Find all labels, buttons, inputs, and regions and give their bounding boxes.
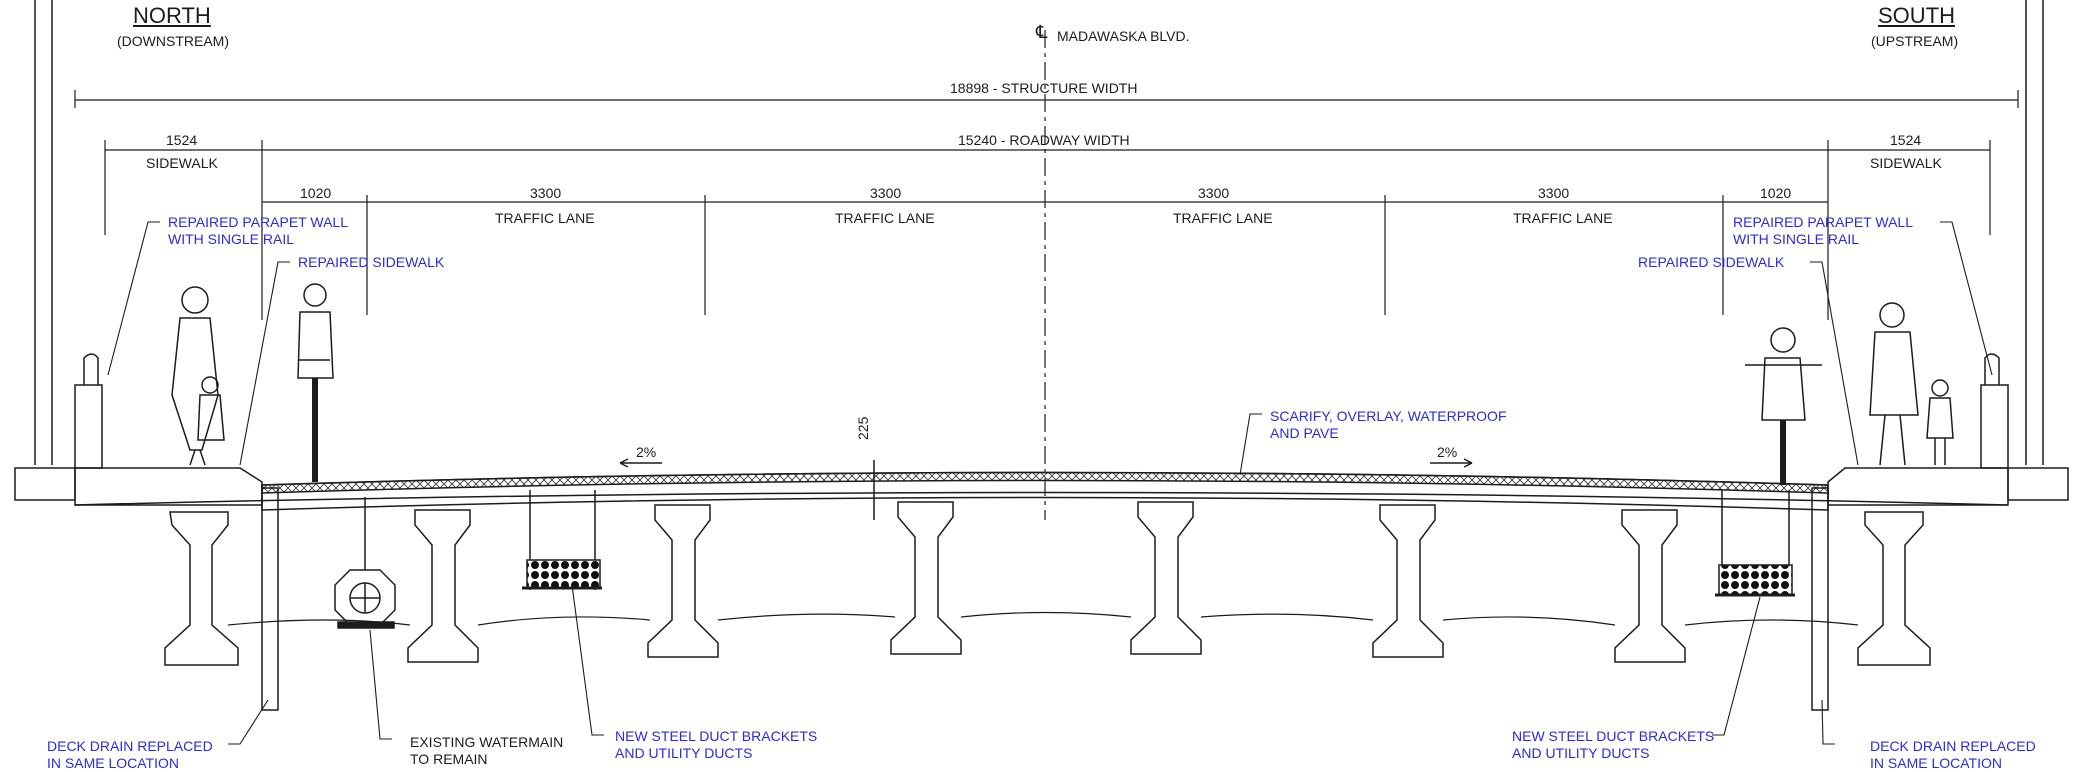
sidewalk-left-dimension: 1524 — [166, 132, 198, 148]
offset-left-dimension: 1020 — [300, 185, 332, 201]
deck-soffit — [74, 491, 2009, 506]
duct-bracket-left — [522, 490, 602, 590]
centerline-label: MADAWASKA BLVD. — [1057, 28, 1190, 44]
note-parapet-right: REPAIRED PARAPET WALL WITH SINGLE RAIL — [1733, 214, 1913, 247]
lane-3-label: TRAFFIC LANE — [1173, 210, 1273, 226]
sidewalk-right — [1827, 467, 2009, 506]
sidewalk-right-label: SIDEWALK — [1870, 155, 1942, 171]
deck-drain-left — [261, 487, 279, 711]
note-drain-right: DECK DRAIN REPLACED IN SAME LOCATION — [1870, 738, 2036, 771]
dimension-lines — [74, 90, 2019, 320]
offset-right-dimension: 1020 — [1760, 185, 1792, 201]
pedestrian-child-left — [197, 376, 225, 441]
deck-drain-right — [1811, 487, 1829, 711]
slope-left-label: 2% — [636, 444, 657, 460]
lane-3-dimension: 3300 — [1198, 185, 1230, 201]
abutment-left — [34, 0, 53, 465]
pedestrian-child-right — [1926, 379, 1954, 465]
leader-lines — [107, 221, 1993, 745]
south-title: SOUTH — [1878, 3, 1955, 28]
centerline-symbol: ℄ — [1036, 22, 1048, 42]
north-title: NORTH — [133, 3, 211, 28]
structure-width-label: 18898 - STRUCTURE WIDTH — [950, 80, 1138, 96]
abutment-right — [2025, 0, 2044, 465]
sidewalk-left-label: SIDEWALK — [146, 155, 218, 171]
note-parapet-left: REPAIRED PARAPET WALL WITH SINGLE RAIL — [168, 214, 348, 247]
parapet-left — [14, 353, 103, 501]
lane-4-dimension: 3300 — [1538, 185, 1570, 201]
pedestrian-adult-right — [1869, 302, 1919, 466]
slope-arrow-right — [1430, 458, 1473, 468]
roadway-width-label: 15240 - ROADWAY WIDTH — [958, 132, 1130, 148]
cyclist-right — [1745, 327, 1822, 485]
lane-2-label: TRAFFIC LANE — [835, 210, 935, 226]
pedestrian-adult-left — [171, 286, 219, 466]
slope-arrow-left — [619, 458, 662, 468]
north-subtitle: (DOWNSTREAM) — [117, 33, 229, 49]
thickness-label: 225 — [855, 416, 871, 440]
duct-bracket-right — [1715, 490, 1795, 597]
parapet-right — [1980, 353, 2069, 501]
cyclist-left — [297, 283, 334, 482]
south-subtitle: (UPSTREAM) — [1871, 33, 1959, 49]
note-drain-left: DECK DRAIN REPLACED IN SAME LOCATION — [47, 738, 213, 771]
sidewalk-right-dimension: 1524 — [1890, 132, 1922, 148]
girders — [164, 501, 1931, 666]
note-sidewalk-left: REPAIRED SIDEWALK — [298, 254, 445, 270]
slope-right-label: 2% — [1437, 444, 1458, 460]
watermain — [334, 497, 396, 629]
lane-1-dimension: 3300 — [530, 185, 562, 201]
note-overlay: SCARIFY, OVERLAY, WATERPROOF AND PAVE — [1270, 408, 1507, 441]
lane-2-dimension: 3300 — [870, 185, 902, 201]
sidewalk-left — [74, 467, 263, 506]
lane-1-label: TRAFFIC LANE — [495, 210, 595, 226]
note-ducts-right: NEW STEEL DUCT BRACKETS AND UTILITY DUCT… — [1512, 728, 1715, 761]
lane-4-label: TRAFFIC LANE — [1513, 210, 1613, 226]
note-sidewalk-right: REPAIRED SIDEWALK — [1638, 254, 1785, 270]
note-watermain: EXISTING WATERMAIN TO REMAIN — [410, 734, 564, 767]
note-ducts-left: NEW STEEL DUCT BRACKETS AND UTILITY DUCT… — [615, 728, 818, 761]
